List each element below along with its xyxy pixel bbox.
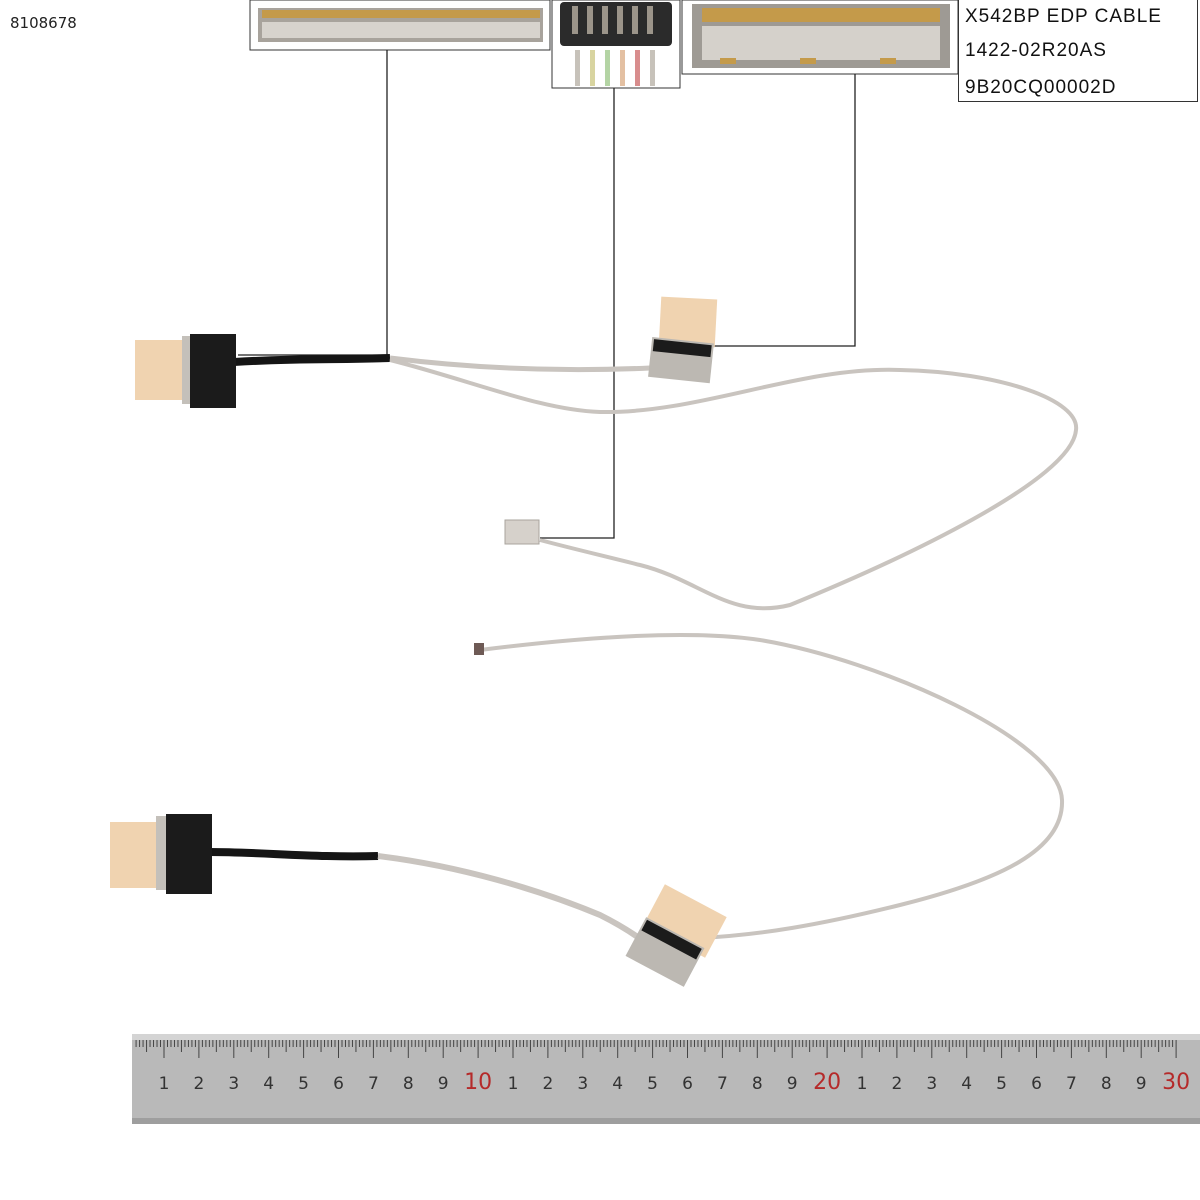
ruler-label: 7: [717, 1074, 728, 1094]
ruler-label: 10: [464, 1070, 492, 1095]
inset-connector-right: [681, 0, 959, 75]
ruler: 1 2 3 4 5 6 7 8 9 10 1 2 3 4 5 6 7 8 9 20 1 2 3 4 5 6 7 8 9 30: [132, 1034, 1200, 1124]
leader-lines: [238, 50, 856, 539]
ruler-label: 9: [787, 1074, 798, 1094]
ruler-label: 20: [813, 1070, 841, 1095]
ruler-label: 5: [298, 1074, 309, 1094]
product-sku: 8108678: [10, 14, 77, 32]
ruler-label: 1: [159, 1074, 170, 1094]
ruler-label: 4: [612, 1074, 623, 1094]
ruler-label: 6: [682, 1074, 693, 1094]
ruler-label: 2: [193, 1074, 204, 1094]
ruler-label: 5: [996, 1074, 1007, 1094]
cable-lower: [110, 632, 1065, 987]
inset-connector-left: [249, 0, 551, 51]
ruler-label: 7: [1066, 1074, 1077, 1094]
ruler-label: 2: [891, 1074, 902, 1094]
ruler-label: 6: [333, 1074, 344, 1094]
cable-upper: [135, 296, 1079, 611]
part-label-box: X542BP EDP CABLE 1422-02R20AS 9B20CQ0000…: [958, 0, 1198, 102]
ruler-label: 8: [1101, 1074, 1112, 1094]
part-label-number: 1422-02R20AS: [965, 40, 1107, 61]
ruler-label: 9: [438, 1074, 449, 1094]
ruler-label: 1: [857, 1074, 868, 1094]
ruler-label: 3: [577, 1074, 588, 1094]
ruler-label: 7: [368, 1074, 379, 1094]
ruler-label: 9: [1136, 1074, 1147, 1094]
ruler-tick-marks: [135, 1040, 1177, 1058]
part-label-model: X542BP EDP CABLE: [965, 6, 1162, 27]
ruler-label: 3: [926, 1074, 937, 1094]
ruler-label: 6: [1031, 1074, 1042, 1094]
ruler-label: 2: [542, 1074, 553, 1094]
ruler-label: 1: [508, 1074, 519, 1094]
ruler-label: 4: [263, 1074, 274, 1094]
part-label-code: 9B20CQ00002D: [965, 77, 1117, 98]
ruler-label: 8: [752, 1074, 763, 1094]
ruler-label: 4: [961, 1074, 972, 1094]
ruler-label: 5: [647, 1074, 658, 1094]
ruler-label: 30: [1162, 1070, 1190, 1095]
ruler-labels: 1 2 3 4 5 6 7 8 9 10 1 2 3 4 5 6 7 8 9 20 1 2 3 4 5 6 7 8 9 30: [159, 1070, 1191, 1095]
ruler-label: 8: [403, 1074, 414, 1094]
inset-connector-middle: [551, 0, 681, 89]
ruler-label: 3: [228, 1074, 239, 1094]
